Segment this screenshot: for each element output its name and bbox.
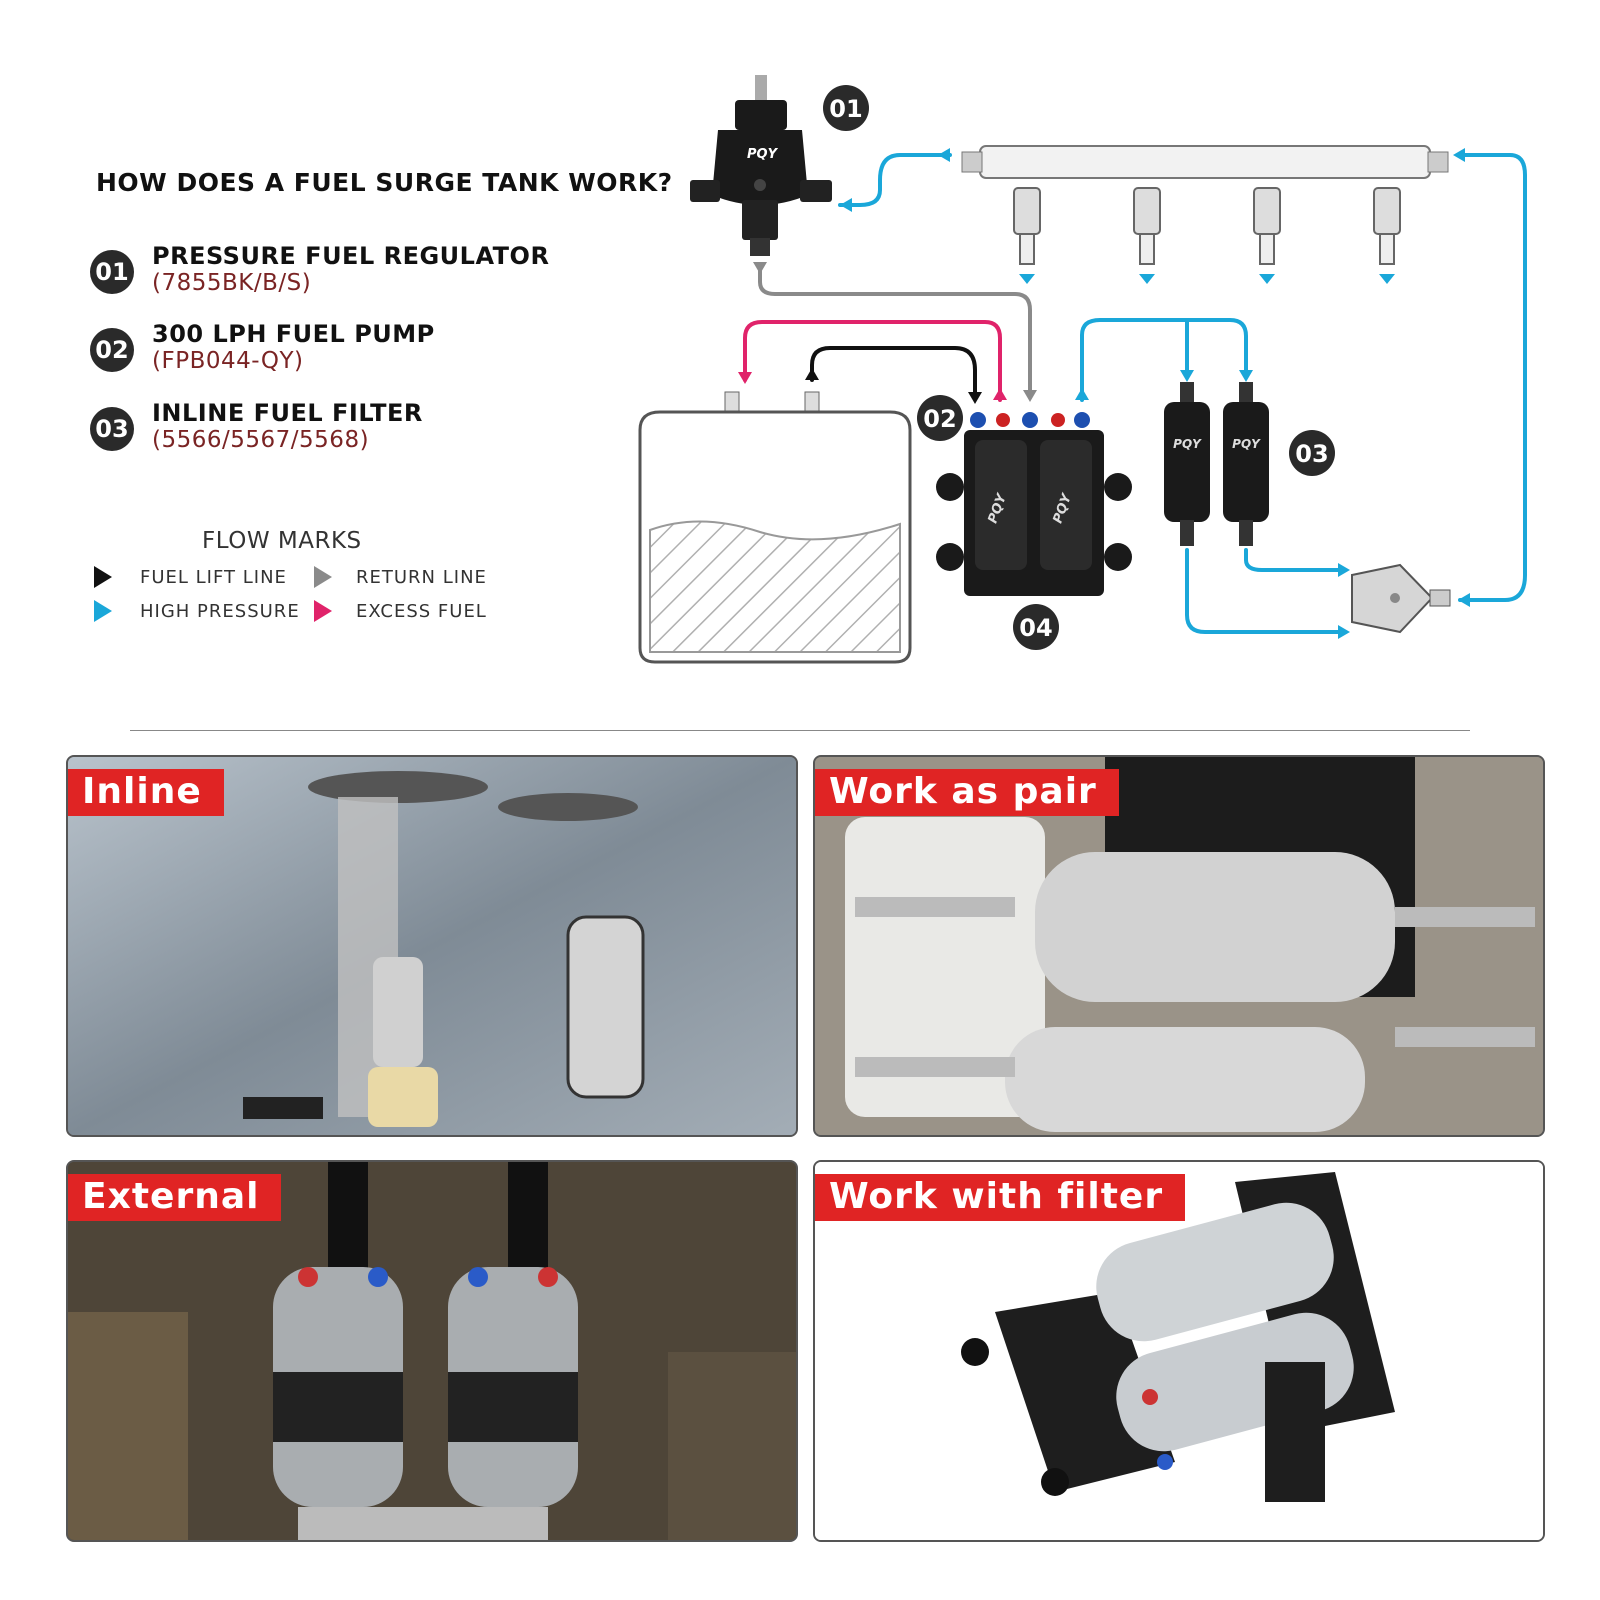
high-pressure-line [838, 153, 952, 207]
photo-panel-work-with-filter: Work with filter [813, 1160, 1545, 1542]
legend-number-badge: 02 [90, 328, 134, 372]
svg-text:03: 03 [1295, 440, 1328, 468]
legend-item-code: (FPB044-QY) [152, 348, 304, 374]
callout-badge-02: 02 [917, 395, 963, 441]
fuel-distribution-block [1351, 563, 1451, 634]
panel-label: Work as pair [815, 769, 1119, 816]
high-pressure-line [1080, 318, 1248, 402]
photo-panel-external: External [66, 1160, 798, 1542]
high-pressure-line [1244, 548, 1340, 572]
excess-fuel-arrow-icon [314, 600, 332, 622]
legend-number-badge: 03 [90, 407, 134, 451]
svg-text:01: 01 [829, 95, 862, 123]
flow-mark-label: HIGH PRESSURE [140, 601, 300, 622]
legend-number-badge: 01 [90, 250, 134, 294]
fuel-rail [961, 145, 1449, 179]
fuel-pressure-regulator: PQY [690, 75, 832, 256]
inline-fuel-filter: PQY [1164, 382, 1210, 546]
flow-mark-label: RETURN LINE [356, 567, 487, 588]
brand-logo: PQY [747, 147, 779, 162]
page-title: HOW DOES A FUEL SURGE TANK WORK? [96, 168, 673, 197]
callout-badge-03: 03 [1289, 430, 1335, 476]
panel-label: External [68, 1174, 282, 1221]
injector [1013, 187, 1041, 284]
excess-fuel-line [743, 320, 1002, 402]
legend-item-name: 300 LPH FUEL PUMP [152, 320, 435, 348]
photo-panel-inline: Inline [66, 755, 798, 1137]
section-divider [130, 730, 1470, 731]
external-pumps-photo [68, 1162, 796, 1540]
fuel-lift-line [810, 346, 977, 397]
brand-logo: PQY [1232, 437, 1261, 451]
svg-text:04: 04 [1019, 614, 1052, 642]
flow-mark-label: FUEL LIFT LINE [140, 567, 287, 588]
injector [1253, 187, 1281, 284]
high-pressure-arrow-icon [94, 600, 112, 622]
flow-mark-label: EXCESS FUEL [356, 601, 487, 622]
pump-bracket-photo [815, 1162, 1543, 1540]
inline-fuel-filter: PQY [1223, 382, 1269, 546]
callout-badge-01: 01 [823, 85, 869, 131]
lift-line-arrow-icon [94, 566, 112, 588]
paired-pumps-photo [815, 757, 1543, 1135]
panel-label: Inline [68, 769, 224, 816]
surge-tank-pump-assembly: PQY PQY [936, 412, 1132, 596]
injector [1373, 187, 1401, 284]
photo-panel-work-as-pair: Work as pair [813, 755, 1545, 1137]
legend-item-name: INLINE FUEL FILTER [152, 399, 423, 427]
high-pressure-line [1185, 548, 1340, 634]
legend-item-code: (5566/5567/5568) [152, 427, 370, 453]
legend-item-name: PRESSURE FUEL REGULATOR [152, 242, 550, 270]
surge-tank [638, 391, 912, 664]
return-line [758, 268, 1032, 392]
return-line-arrow-icon [314, 566, 332, 588]
flow-marks-title: FLOW MARKS [202, 528, 362, 554]
svg-text:02: 02 [923, 405, 956, 433]
fuel-system-diagram: PQY PQY PQY PQY PQY [638, 75, 1527, 664]
injector [1133, 187, 1161, 284]
high-pressure-line [1458, 153, 1527, 602]
legend-item-code: (7855BK/B/S) [152, 270, 312, 296]
panel-label: Work with filter [815, 1174, 1186, 1221]
in-tank-pump-photo [68, 757, 796, 1135]
callout-badge-04: 04 [1013, 604, 1059, 650]
brand-logo: PQY [1173, 437, 1202, 451]
